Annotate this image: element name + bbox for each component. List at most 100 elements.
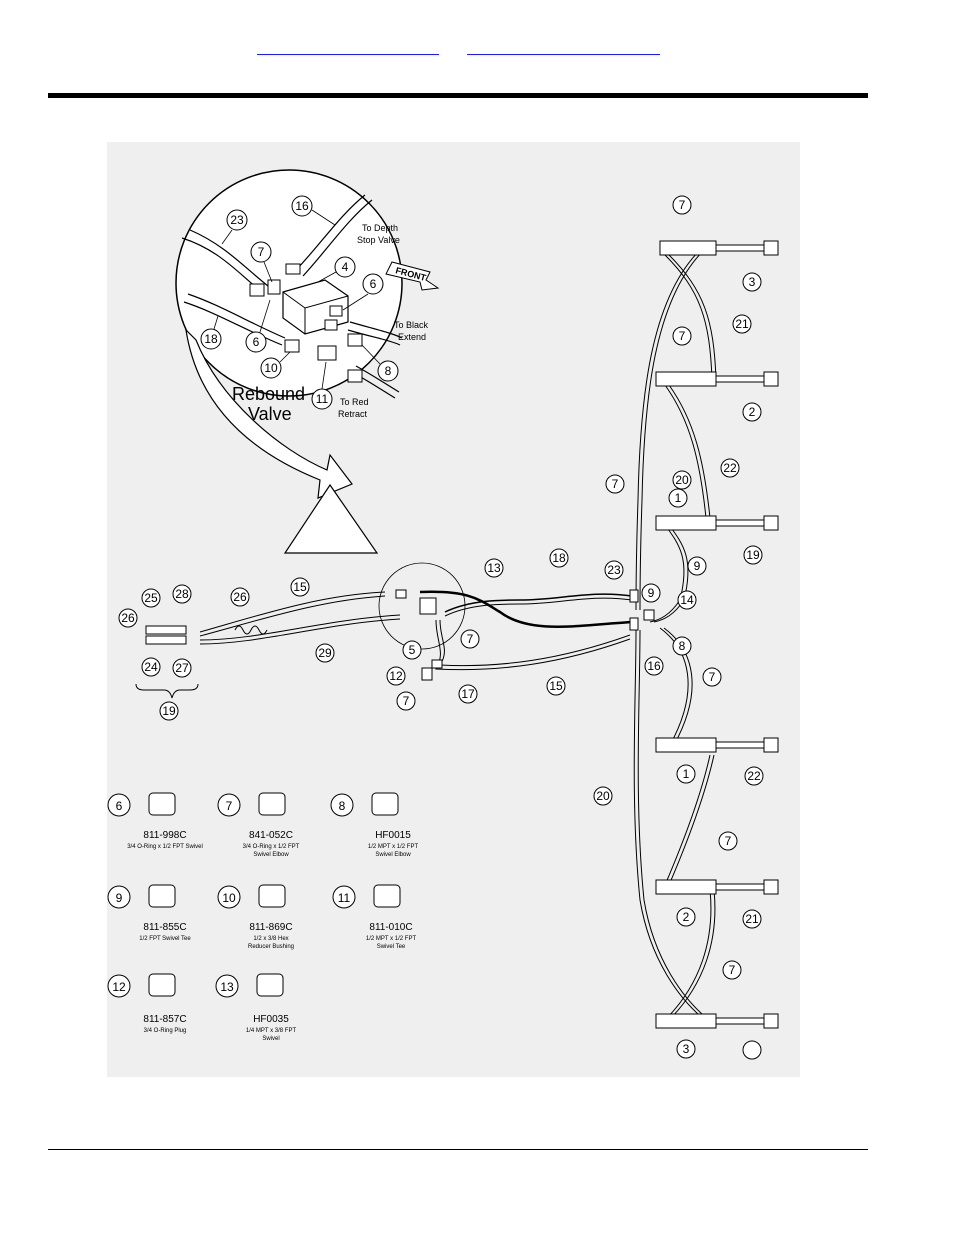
svg-text:1/2 MPT x 1/2 FPT: 1/2 MPT x 1/2 FPT: [366, 936, 417, 942]
svg-text:17: 17: [461, 687, 475, 701]
svg-text:7: 7: [467, 632, 474, 646]
bottom-rule: [48, 1149, 868, 1150]
note-black-line1: To Black: [394, 320, 429, 330]
svg-text:13: 13: [220, 980, 234, 994]
header-link-right[interactable]: [467, 40, 660, 55]
svg-text:3: 3: [683, 1042, 690, 1056]
svg-text:7: 7: [612, 477, 619, 491]
svg-text:12: 12: [112, 980, 126, 994]
svg-text:23: 23: [230, 213, 244, 227]
callout-38: 7: [718, 831, 738, 851]
callout-17: 8: [672, 636, 692, 656]
detail-view: FRONT To Depth Stop Valve To Black Exten…: [175, 169, 440, 554]
svg-text:15: 15: [549, 679, 563, 693]
fitting-10-icon: [258, 884, 286, 908]
svg-text:811-855C: 811-855C: [143, 922, 186, 933]
svg-text:18: 18: [204, 332, 218, 346]
top-rule: [48, 93, 868, 98]
callout-19: 7: [460, 629, 480, 649]
callout-35: 1: [676, 764, 696, 784]
svg-text:9: 9: [694, 559, 701, 573]
svg-text:841-052C: 841-052C: [249, 830, 293, 841]
callout-25: 15: [290, 577, 310, 597]
svg-text:7: 7: [679, 198, 686, 212]
svg-text:29: 29: [318, 646, 332, 660]
main-fittings: [145, 589, 655, 681]
fitting-13-icon: [256, 973, 284, 997]
cylinder-5: [655, 879, 779, 895]
callout-41: 7: [722, 960, 742, 980]
svg-text:3/4 O-Ring x 1/2 FPT Swivel: 3/4 O-Ring x 1/2 FPT Swivel: [127, 844, 203, 850]
note-red-line2: Retract: [338, 409, 368, 419]
callout-29: 28: [172, 584, 192, 604]
svg-text:20: 20: [675, 473, 689, 487]
callout-21: 12: [386, 666, 406, 686]
svg-text:1/2 MPT x 1/2 FPT: 1/2 MPT x 1/2 FPT: [368, 844, 419, 850]
callout-40: 21: [742, 909, 762, 929]
svg-text:28: 28: [175, 587, 189, 601]
svg-text:23: 23: [607, 563, 621, 577]
header-link-left[interactable]: [257, 40, 439, 55]
svg-text:7: 7: [403, 694, 410, 708]
svg-text:13: 13: [487, 561, 501, 575]
callout-31: 24: [141, 657, 161, 677]
svg-text:Reducer Bushing: Reducer Bushing: [248, 944, 294, 950]
svg-text:811-010C: 811-010C: [369, 922, 412, 933]
callout-18: 16: [644, 656, 664, 676]
cylinder-1: [659, 240, 779, 256]
svg-text:3: 3: [749, 275, 756, 289]
fitting-8-icon: [371, 792, 399, 816]
svg-text:7: 7: [709, 670, 716, 684]
callout-6: 20: [672, 470, 692, 490]
callout-1: 7: [672, 195, 692, 215]
svg-text:Swivel Elbow: Swivel Elbow: [375, 852, 411, 858]
callout-7: 22: [720, 458, 740, 478]
callout-34: 7: [702, 667, 722, 687]
svg-text:1/2 x 3/8 Hex: 1/2 x 3/8 Hex: [253, 936, 288, 942]
note-red-line1: To Red: [340, 397, 369, 407]
svg-text:811-869C: 811-869C: [249, 922, 292, 933]
svg-text:10: 10: [264, 361, 278, 375]
callout-2: 3: [742, 272, 762, 292]
rebound-valve-line2: Valve: [248, 404, 292, 424]
note-depth-line1: To Depth: [362, 223, 398, 233]
rebound-valve-line1: Rebound: [232, 384, 305, 404]
svg-text:8: 8: [339, 799, 346, 813]
svg-text:1: 1: [683, 767, 690, 781]
svg-text:811-857C: 811-857C: [143, 1014, 186, 1025]
svg-text:7: 7: [258, 245, 265, 259]
svg-text:18: 18: [552, 551, 566, 565]
svg-text:11: 11: [316, 392, 329, 406]
callout-33: 19: [159, 701, 179, 721]
note-black-line2: Extend: [398, 332, 426, 342]
svg-text:22: 22: [747, 769, 761, 783]
svg-text:7: 7: [679, 329, 686, 343]
svg-text:3/4 O-Ring x 1/2 FPT: 3/4 O-Ring x 1/2 FPT: [243, 844, 300, 850]
svg-text:1/2 FPT Swivel Tee: 1/2 FPT Swivel Tee: [139, 936, 191, 942]
svg-text:1: 1: [675, 491, 682, 505]
svg-text:4: 4: [342, 260, 349, 274]
callout-30: 26: [118, 608, 138, 628]
svg-text:16: 16: [647, 659, 661, 673]
callout-13: 18: [549, 548, 569, 568]
svg-text:7: 7: [226, 799, 233, 813]
svg-text:7: 7: [725, 834, 732, 848]
svg-text:5: 5: [409, 643, 416, 657]
hose-layout: [199, 249, 717, 1021]
cylinder-3: [655, 515, 779, 531]
cylinder-6: [655, 1013, 779, 1029]
svg-text:2: 2: [749, 405, 756, 419]
callout-12: 23: [604, 560, 624, 580]
cylinder-4: [655, 737, 779, 753]
callout-39: 2: [676, 907, 696, 927]
svg-text:27: 27: [175, 661, 189, 675]
callout-36: 22: [744, 766, 764, 786]
callout-28: 25: [141, 588, 161, 608]
